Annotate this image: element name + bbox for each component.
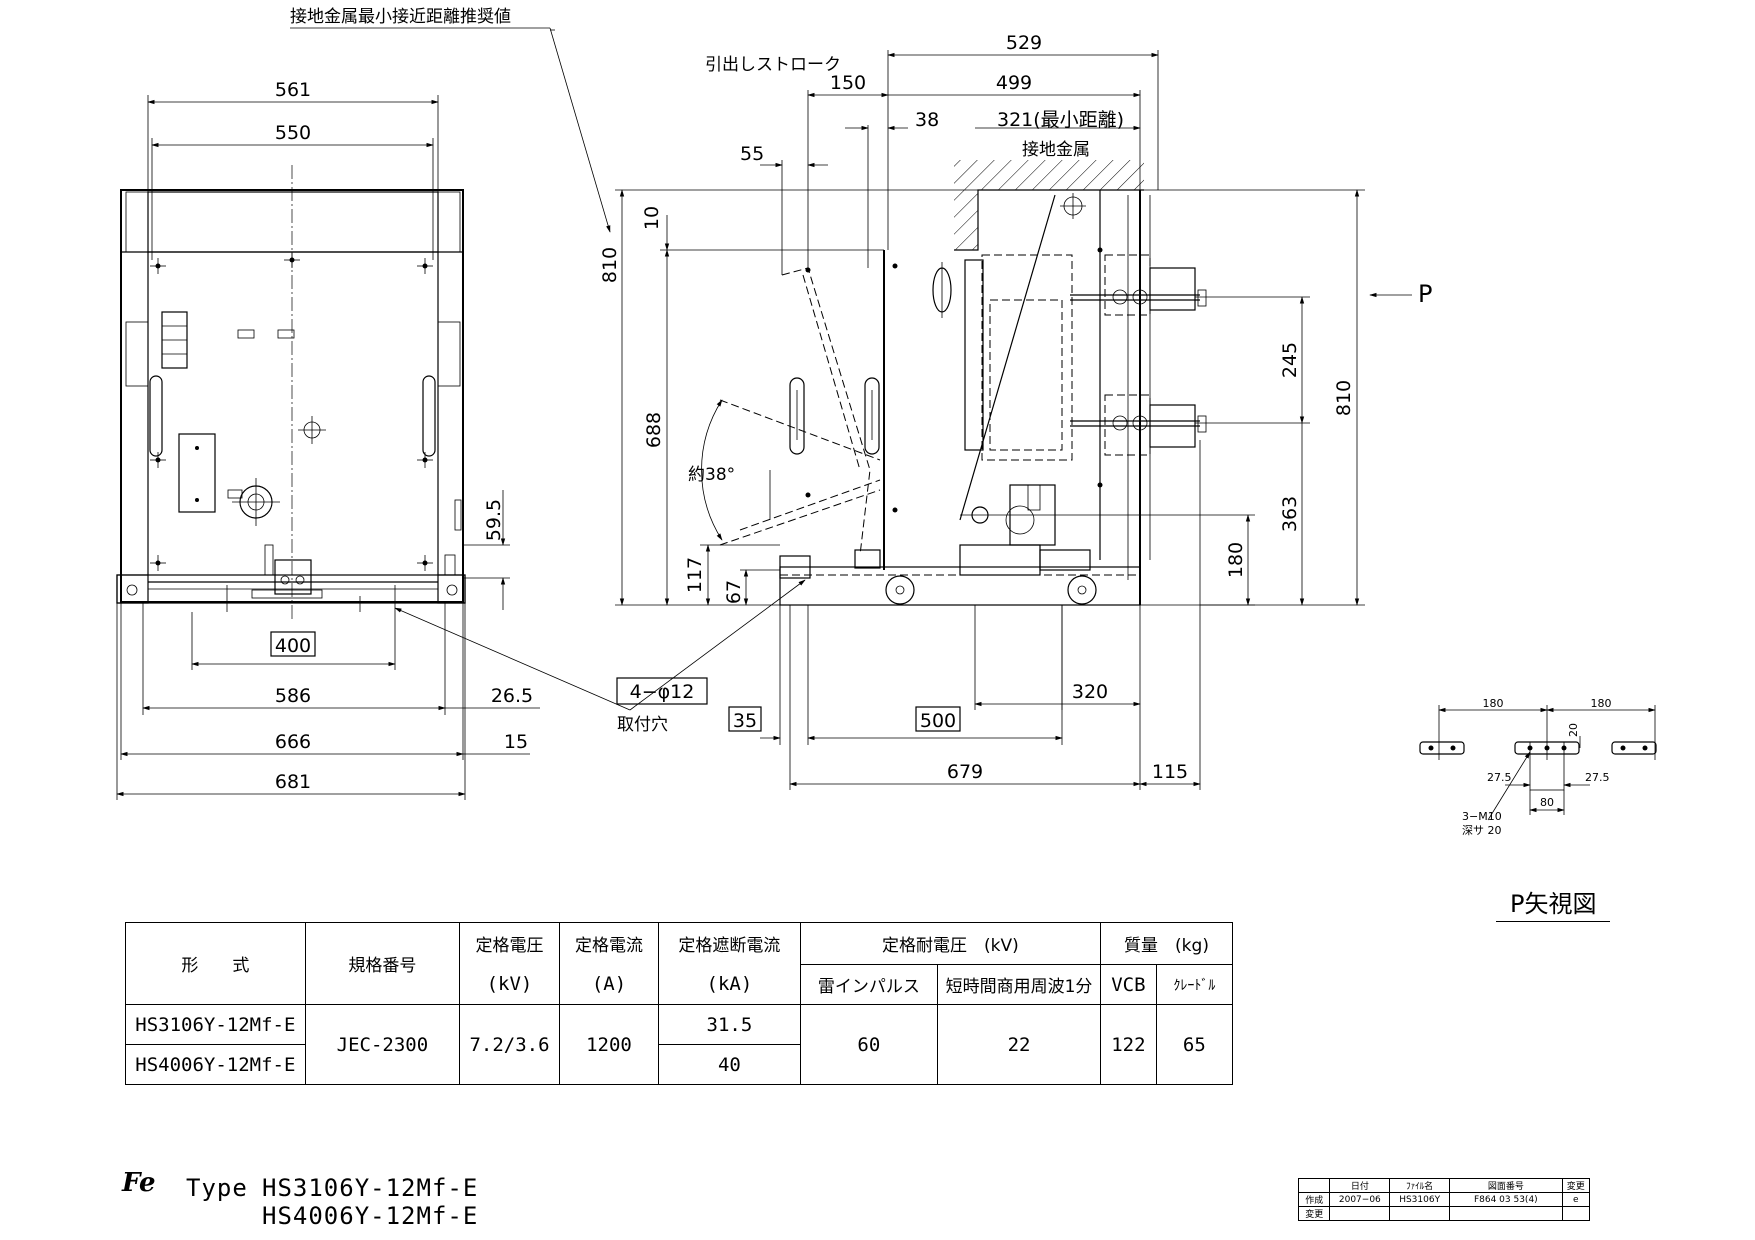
tb-h-rev: 変更: [1561, 1178, 1591, 1193]
th-std: 規格番号: [304, 922, 461, 1005]
depth-label: 深サ 20: [1462, 824, 1502, 837]
front-view: [116, 165, 466, 620]
tb-empty-2: [1389, 1206, 1451, 1221]
dim-810-left: 810: [599, 247, 621, 283]
dim-320: 320: [1072, 681, 1108, 703]
ground-metal-label: 接地金属: [1022, 140, 1090, 160]
lower-terminal: [1070, 394, 1207, 456]
dim-150: 150: [830, 72, 866, 94]
dim-681: 681: [275, 771, 311, 793]
dim-688: 688: [643, 412, 665, 448]
p-view: 180 180 20 27.5 27.5 80 3−M10 深サ 20: [1419, 697, 1657, 837]
row1-type: HS3106Y-12Mf-E: [125, 1004, 306, 1045]
th-volt-unit: (kV): [459, 964, 560, 1005]
row2-type: HS4006Y-12Mf-E: [125, 1044, 306, 1085]
th-withstand: 定格耐電圧 (kV): [799, 922, 1102, 965]
title-block: 日付 ﾌｧｲﾙ名 図面番号 変更 作成 2007−06 HS3106Y F864…: [1297, 1178, 1591, 1221]
tb-empty-3: [1449, 1206, 1563, 1221]
th-lightning: 雷インパルス: [799, 964, 939, 1005]
dim-38: 38: [915, 109, 939, 131]
cell-std: JEC-2300: [304, 1004, 461, 1085]
pview-dim-20: 20: [1567, 723, 1580, 737]
dim-666: 666: [275, 731, 311, 753]
th-short: 短時間商用周波1分: [937, 964, 1102, 1005]
dim-810-right: 810: [1333, 380, 1355, 416]
th-break-unit: (kA): [658, 964, 801, 1005]
dim-117: 117: [684, 557, 706, 593]
pview-dim-27-5-left: 27.5: [1487, 771, 1512, 784]
th-vcb: VCB: [1100, 964, 1157, 1005]
th-volt: 定格電圧: [459, 922, 560, 965]
row1-break: 31.5: [658, 1004, 801, 1045]
th-break: 定格遮断電流: [658, 922, 801, 965]
dim-550: 550: [275, 122, 311, 144]
dim-245: 245: [1279, 342, 1301, 378]
th-curr-unit: (A): [558, 964, 660, 1005]
model-1: HS3106Y-12Mf-E: [262, 1174, 479, 1202]
dim-180: 180: [1225, 542, 1247, 578]
min-distance: 321(最小距離): [997, 109, 1124, 131]
th-mass: 質量 (kg): [1100, 922, 1233, 965]
cell-vcb: 122: [1100, 1004, 1157, 1085]
dim-55: 55: [740, 143, 764, 165]
m10-label: 3−M10: [1462, 810, 1502, 823]
upper-terminal: [1070, 254, 1207, 316]
cell-cradle: 65: [1155, 1004, 1234, 1085]
dim-363: 363: [1279, 496, 1301, 532]
tb-date: 2007−06: [1329, 1192, 1391, 1207]
dim-26-5: 26.5: [491, 685, 533, 707]
mount-hole-label: 取付穴: [617, 715, 668, 735]
tb-file: HS3106Y: [1389, 1192, 1451, 1207]
model-2: HS4006Y-12Mf-E: [262, 1202, 479, 1230]
dim-115: 115: [1152, 761, 1188, 783]
tb-changed: 変更: [1297, 1206, 1331, 1221]
dim-15: 15: [504, 731, 528, 753]
dim-35: 35: [733, 710, 757, 732]
cell-lightning: 60: [799, 1004, 939, 1085]
dim-529: 529: [1006, 32, 1042, 54]
th-curr: 定格電流: [558, 922, 660, 965]
angle-label: 約38°: [688, 465, 735, 485]
dim-586: 586: [275, 685, 311, 707]
arrow-p-label: P: [1418, 280, 1432, 308]
th-cradle: ｸﾚｰﾄﾞﾙ: [1155, 964, 1234, 1005]
tb-made: 作成: [1297, 1192, 1331, 1207]
pview-dim-27-5-right: 27.5: [1585, 771, 1610, 784]
front-dimensions: 561 550 400 586 26.5 666 15 681 59.5 4−φ…: [116, 79, 806, 800]
dim-67: 67: [723, 580, 745, 604]
dim-500: 500: [920, 710, 956, 732]
tb-blank: [1297, 1178, 1331, 1193]
tb-dwg: F864 03 53(4): [1449, 1192, 1563, 1207]
tb-h-date: 日付: [1329, 1178, 1391, 1193]
p-view-title: P矢視図: [1496, 884, 1611, 922]
dim-59-5: 59.5: [483, 499, 505, 541]
cell-short: 22: [937, 1004, 1102, 1085]
pview-dim-180-left: 180: [1483, 697, 1504, 710]
pview-dim-80: 80: [1540, 796, 1554, 809]
mount-hole-spec: 4−φ12: [630, 681, 695, 703]
cell-volt: 7.2/3.6: [459, 1004, 560, 1085]
row2-break: 40: [658, 1044, 801, 1085]
fe-logo: Fe: [122, 1168, 156, 1198]
tb-rev: e: [1561, 1192, 1591, 1207]
tb-h-dwg: 図面番号: [1449, 1178, 1563, 1193]
tb-empty-4: [1561, 1206, 1591, 1221]
ground-min-label: 接地金属最小接近距離推奨値: [290, 7, 511, 27]
cell-curr: 1200: [558, 1004, 660, 1085]
dim-400: 400: [275, 635, 311, 657]
dim-10: 10: [641, 206, 663, 230]
dim-561: 561: [275, 79, 311, 101]
th-type: 形 式: [125, 922, 306, 1005]
side-dimensions: 接地金属最小接近距離推奨値 引出しストローク 529 150 499 38 32…: [290, 7, 1432, 790]
type-label: Type: [186, 1174, 248, 1202]
spec-table: 形 式 規格番号 定格電圧 定格電流 定格遮断電流 定格耐電圧 (kV) 質量 …: [125, 922, 1234, 1085]
tb-h-file: ﾌｧｲﾙ名: [1389, 1178, 1451, 1193]
dim-679: 679: [947, 761, 983, 783]
tb-empty-1: [1329, 1206, 1391, 1221]
dim-499: 499: [996, 72, 1032, 94]
pview-dim-180-right: 180: [1591, 697, 1612, 710]
draw-stroke-label: 引出しストローク: [705, 55, 841, 75]
side-view: 接地金属: [688, 140, 1207, 606]
